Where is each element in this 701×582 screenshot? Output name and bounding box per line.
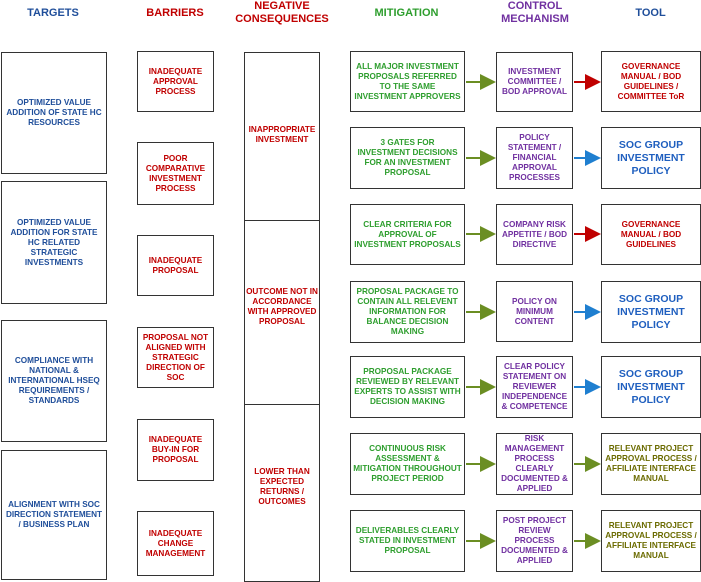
mitigation-box: PROPOSAL PACKAGE REVIEWED BY RELEVANT EX…: [350, 356, 465, 418]
control-box: CLEAR POLICY STATEMENT ON REVIEWER INDEP…: [496, 356, 573, 418]
tool-box: SOC GROUP INVESTMENT POLICY: [601, 356, 701, 418]
control-box: POLICY STATEMENT / FINANCIAL APPROVAL PR…: [496, 127, 573, 189]
header-barriers: BARRIERS: [146, 7, 204, 19]
negative-consequence: LOWER THAN EXPECTED RETURNS / OUTCOMES: [254, 467, 310, 506]
control-box: POST PROJECT REVIEW PROCESS DOCUMENTED &…: [496, 510, 573, 572]
tool-box: SOC GROUP INVESTMENT POLICY: [601, 281, 701, 343]
mitigation-box: CONTINUOUS RISK ASSESSMENT & MITIGATION …: [350, 433, 465, 495]
control-box: RISK MANAGEMENT PROCESS CLEARLY DOCUMENT…: [496, 433, 573, 495]
target-box: OPTIMIZED VALUE ADDITION FOR STATE HC RE…: [1, 181, 107, 304]
header-negative-consequences: NEGATIVE CONSEQUENCES: [226, 0, 338, 26]
negative-consequence: OUTCOME NOT IN ACCORDANCE WITH APPROVED …: [246, 287, 318, 326]
header-control-line1: CONTROL: [507, 0, 563, 12]
header-negative-line2: CONSEQUENCES: [235, 13, 329, 25]
barrier-box: INADEQUATE BUY-IN FOR PROPOSAL: [137, 419, 214, 481]
barrier-box: INADEQUATE PROPOSAL: [137, 235, 214, 296]
header-negative-line1: NEGATIVE: [254, 0, 310, 12]
tool-box: SOC GROUP INVESTMENT POLICY: [601, 127, 701, 189]
negative-consequences-column: INAPPROPRIATE INVESTMENT OUTCOME NOT IN …: [244, 52, 320, 582]
target-box: OPTIMIZED VALUE ADDITION OF STATE HC RES…: [1, 52, 107, 174]
mitigation-box: 3 GATES FOR INVESTMENT DECISIONS FOR AN …: [350, 127, 465, 189]
header-tool: TOOL: [635, 7, 666, 19]
control-box: COMPANY RISK APPETITE / BOD DIRECTIVE: [496, 204, 573, 265]
tool-box: GOVERNANCE MANUAL / BOD GUIDELINES: [601, 204, 701, 265]
negative-divider: [245, 404, 319, 405]
header-control-mechanism: CONTROL MECHANISM: [490, 0, 580, 26]
mitigation-box: CLEAR CRITERIA FOR APPROVAL OF INVESTMEN…: [350, 204, 465, 265]
barrier-box: POOR COMPARATIVE INVESTMENT PROCESS: [137, 142, 214, 205]
target-box: COMPLIANCE WITH NATIONAL & INTERNATIONAL…: [1, 320, 107, 442]
tool-box: RELEVANT PROJECT APPROVAL PROCESS / AFFI…: [601, 510, 701, 572]
mitigation-box: ALL MAJOR INVESTMENT PROPOSALS REFERRED …: [350, 51, 465, 112]
negative-divider: [245, 220, 319, 221]
barrier-box: PROPOSAL NOT ALIGNED WITH STRATEGIC DIRE…: [137, 327, 214, 388]
header-mitigation: MITIGATION: [374, 7, 439, 19]
control-box: INVESTMENT COMMITTEE / BOD APPROVAL: [496, 52, 573, 112]
barrier-box: INADEQUATE APPROVAL PROCESS: [137, 51, 214, 112]
header-targets: TARGETS: [27, 7, 79, 19]
header-control-line2: MECHANISM: [501, 13, 569, 25]
tool-box: RELEVANT PROJECT APPROVAL PROCESS / AFFI…: [601, 433, 701, 495]
negative-consequence: INAPPROPRIATE INVESTMENT: [248, 125, 316, 144]
mitigation-box: PROPOSAL PACKAGE TO CONTAIN ALL RELEVENT…: [350, 281, 465, 343]
tool-box: GOVERNANCE MANUAL / BOD GUIDELINES / COM…: [601, 51, 701, 112]
control-box: POLICY ON MINIMUM CONTENT: [496, 281, 573, 342]
mitigation-box: DELIVERABLES CLEARLY STATED IN INVESTMEN…: [350, 510, 465, 572]
